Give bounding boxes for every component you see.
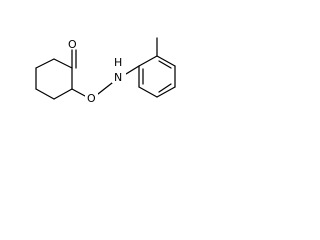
ring-bond-c2-c3 [35,58,55,69]
carbonyl-oxygen-label: O [68,38,77,51]
bond-c6-ether-oxygen [71,88,86,97]
molecule-structure: O O N H [35,37,176,105]
amine-hydrogen-label: H [114,56,122,69]
bond-oxygen-nitrogen [97,82,113,95]
tolyl-ring [138,55,176,98]
ether-oxygen-mask [85,91,98,104]
ether-oxygen-label: O [87,92,96,105]
aryl-inner-double-1 [158,60,172,69]
bond-nitrogen-aryl [125,65,140,75]
ring-bond-c4-c5 [35,88,55,100]
aryl-bond-1-2 [138,55,158,67]
nitrogen-mask [112,69,126,83]
cyclohexanone-ring [35,58,73,100]
ring-bond-c1-c2 [53,58,73,69]
aryl-bond-2-3 [156,55,176,67]
aryl-bond-5-6 [138,86,158,98]
aryl-inner-double-2 [158,83,172,93]
ring-bond-c5-c6 [53,88,73,100]
carbonyl-double-bond [71,49,77,69]
amine-nitrogen-label: N [114,71,122,84]
aryl-bond-4-5 [156,86,176,98]
